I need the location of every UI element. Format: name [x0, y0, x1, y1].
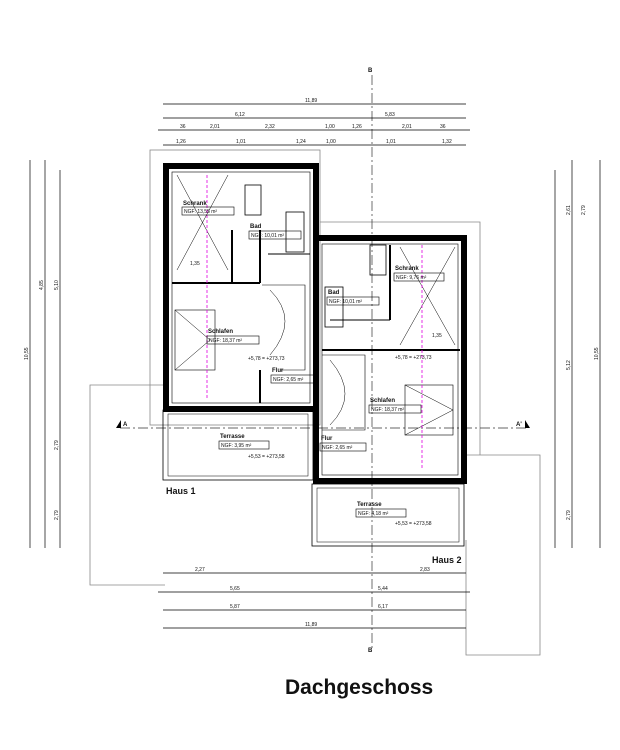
room-name: Terrasse: [220, 434, 245, 440]
room-name: Bad: [250, 224, 262, 230]
dim-text: 5,12: [566, 360, 572, 370]
roof-slope-lines: [206, 175, 423, 470]
dim-text: 1,32: [442, 139, 452, 145]
haus2-walls: [313, 235, 467, 484]
dim-text: 5,65: [230, 586, 240, 592]
room-area: NGF: 3,95 m²: [221, 443, 252, 449]
room-name: Terrasse: [357, 502, 382, 508]
room-name: Schrank: [395, 266, 419, 272]
level-mark: +5,78 = +273,73: [395, 355, 432, 361]
section-arrow-icon: [525, 420, 530, 428]
dim-text: 1,01: [386, 139, 396, 145]
dim-text: 2,79: [566, 510, 572, 520]
section-arrow-icon: [116, 420, 121, 428]
dim-text: 6,12: [235, 112, 245, 118]
dim-text: 5,87: [230, 604, 240, 610]
room-area: NGF: 13,55 m²: [184, 209, 217, 215]
dim-text: 2,27: [195, 567, 205, 573]
dim-text: 36: [180, 124, 186, 130]
haus2-label: Haus 2: [432, 555, 462, 565]
dim-text: 1,26: [352, 124, 362, 130]
site-outline: [89, 149, 541, 656]
dimension-texts: 11,89 6,12 5,83 36 2,01 2,32 1,00 1,26 2…: [24, 98, 600, 628]
section-mark-b-bottom: B: [368, 648, 373, 654]
room-name: Schlafen: [208, 329, 233, 335]
dim-text: 11,89: [305, 98, 317, 104]
skylight-dim: 1,35: [432, 333, 442, 339]
haus1-label: Haus 1: [166, 486, 196, 496]
section-lines: [120, 75, 528, 648]
dim-text: 5,10: [54, 280, 60, 290]
section-mark-a-prime: A': [516, 422, 522, 428]
room-area: NGF: 9,76 m²: [396, 275, 427, 281]
room-area: NGF: 18,37 m²: [209, 338, 242, 344]
dim-text: 1,00: [325, 124, 335, 130]
room-name: Schlafen: [370, 398, 395, 404]
skylight-dim: 1,35: [190, 261, 200, 267]
dim-text: 10,55: [24, 347, 30, 360]
dim-text: 5,83: [385, 112, 395, 118]
room-name: Schrank: [183, 201, 207, 207]
page-title: Dachgeschoss: [285, 676, 434, 699]
dim-text: 36: [440, 124, 446, 130]
dim-text: 5,44: [378, 586, 388, 592]
dim-text: 1,00: [326, 139, 336, 145]
room-area: NGF: 2,65 m²: [273, 377, 304, 383]
dim-text: 1,24: [296, 139, 306, 145]
room-labels: Schrank NGF: 13,55 m² Bad NGF: 10,01 m² …: [181, 201, 445, 527]
dim-text: 2,61: [566, 205, 572, 215]
room-area: NGF: 2,65 m²: [322, 445, 353, 451]
section-mark-b-top: B: [368, 68, 373, 74]
level-mark: +5,53 = +273,58: [248, 454, 285, 460]
dim-text: 1,26: [176, 139, 186, 145]
section-mark-a: A: [123, 422, 128, 428]
dim-text: 1,01: [236, 139, 246, 145]
dim-text: 2,83: [420, 567, 430, 573]
room-area: NGF: 4,18 m²: [358, 511, 389, 517]
room-area: NGF: 10,01 m²: [251, 233, 284, 239]
dimension-lines: [29, 103, 601, 629]
dim-text: 6,17: [378, 604, 388, 610]
dim-text: 2,01: [210, 124, 220, 130]
room-name: Bad: [328, 290, 340, 296]
terraces: [162, 409, 465, 547]
dim-text: 2,32: [265, 124, 275, 130]
room-area: NGF: 18,37 m²: [371, 407, 404, 413]
dim-text: 10,55: [594, 347, 600, 360]
dim-text: 2,79: [54, 510, 60, 520]
room-name: Flur: [272, 368, 284, 374]
dim-text: 4,85: [39, 280, 45, 290]
level-mark: +5,78 = +273,73: [248, 356, 285, 362]
dim-text: 2,79: [54, 440, 60, 450]
dim-text: 11,89: [305, 622, 317, 628]
room-name: Flur: [321, 436, 333, 442]
dim-text: 2,79: [581, 205, 587, 215]
dim-text: 2,01: [402, 124, 412, 130]
level-mark: +5,53 = +273,58: [395, 521, 432, 527]
room-area: NGF: 10,01 m²: [329, 299, 362, 305]
